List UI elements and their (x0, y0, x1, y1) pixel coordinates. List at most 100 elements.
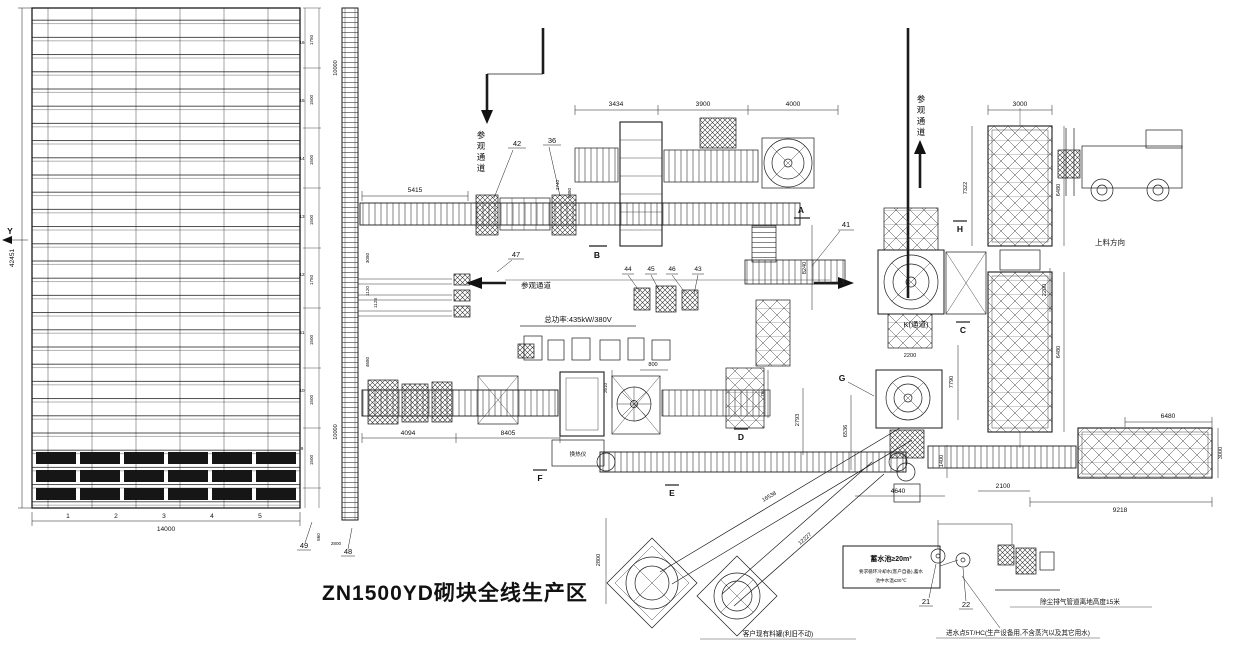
dim-3900: 3900 (696, 101, 711, 108)
lower-production-line (361, 367, 852, 470)
dim-2800-b: 2800 (596, 554, 602, 566)
rack-pitch-7: 1500 (309, 394, 314, 405)
water-inlet-note: 进水点5T/HC(生产设备用,不含蒸汽以及其它用水) (946, 628, 1090, 637)
dim-2800-a: 2800 (331, 541, 342, 546)
dim-12227: 12227 (798, 532, 814, 547)
item-number-43: 43 (694, 266, 702, 273)
position-4: 4 (210, 513, 214, 520)
rack-pitch-3: 1500 (309, 154, 314, 165)
dim-2100: 2100 (996, 483, 1011, 490)
mixing-batching-area (755, 207, 1077, 503)
section-marker-d: D (738, 432, 744, 442)
rack-pitch-1: 1750 (309, 34, 314, 45)
aisle-up-arrow-icon (914, 140, 926, 154)
item-number-45: 45 (647, 266, 655, 273)
rack-row-16: 16 (299, 40, 305, 45)
rack-row-14: 14 (299, 156, 305, 161)
ferry-cart (999, 249, 1041, 271)
rack-pitch-2: 1500 (309, 94, 314, 105)
item-number-22: 22 (962, 600, 970, 609)
dim-4680: 4680 (365, 356, 370, 367)
pool-note-line1: 蓄水池≥20m³ (870, 554, 912, 563)
dim-10000-top: 10000 (333, 60, 339, 76)
rack-row-10: 10 (299, 388, 305, 393)
top-production-line (574, 105, 839, 247)
dim-3740: 3740 (555, 179, 560, 190)
dust-duct-note: 除尘排气管道离地高度15米 (1040, 597, 1120, 606)
visit-aisle-left-char-1: 参 (477, 130, 486, 140)
dim-760: 760 (760, 389, 765, 397)
vertical-transfer-conveyor (341, 7, 535, 521)
item-number-42: 42 (513, 139, 521, 148)
dim-2610: 2610 (603, 382, 608, 393)
dim-8240: 8240 (802, 262, 808, 274)
rack-pitch-4: 1500 (309, 214, 314, 225)
dim-6536: 6536 (843, 425, 849, 437)
water-pump (955, 552, 971, 568)
dim-10000-bottom: 10000 (333, 424, 339, 440)
drawing-title: ZN1500YD砌块全线生产区 (322, 581, 588, 605)
rack-pitch-8: 1500 (309, 454, 314, 465)
aggregate-silo-tanks (606, 537, 778, 637)
stacked-block-pallets (36, 452, 296, 500)
water-pool-note-box (842, 545, 959, 589)
dim-42451: 42451 (9, 249, 16, 268)
pool-note-line2: 要求循环冷却水(客户自备),蓄水 (859, 568, 923, 575)
rack-row-12: 12 (299, 272, 305, 277)
section-marker-y: Y (7, 226, 13, 236)
corridor-left-arrow-icon (466, 277, 482, 289)
right-curing-racks (971, 105, 1065, 448)
heat-exchanger-label: 换热仪 (570, 450, 587, 458)
dim-2200-b: 2200 (1042, 284, 1048, 296)
k-passage-label: K(通道) (904, 319, 929, 329)
rack-pitch-dimension-strip (303, 7, 321, 508)
dim-1400: 1400 (939, 455, 945, 467)
visit-aisle-left-char-2: 观 (477, 141, 486, 151)
diagonal-aggregate-conveyors (659, 427, 913, 607)
item-number-47: 47 (512, 250, 520, 259)
rotary-table (763, 138, 813, 188)
rack-pitch-6: 1500 (309, 334, 314, 345)
visitor-aisle-right (906, 28, 926, 298)
drawing-text: ZN1500YD砌块全线生产区 42451 14000 1 2 3 4 5 Y … (7, 34, 1224, 638)
dim-5415: 5415 (408, 187, 423, 194)
dim-6480-d: 6480 (567, 187, 572, 198)
position-1: 1 (66, 513, 70, 520)
secondary-mixer (885, 375, 931, 421)
visit-aisle-left-char-4: 道 (477, 163, 486, 173)
visit-aisle-right-char-3: 通 (917, 116, 926, 126)
position-2: 2 (114, 513, 118, 520)
dim-6480-a: 6480 (1056, 184, 1062, 196)
item-number-46: 46 (668, 266, 676, 273)
rack-row-13: 13 (299, 214, 305, 219)
dim-1120: 1120 (365, 286, 370, 296)
dim-3434: 3434 (609, 101, 624, 108)
section-marker-e: E (669, 488, 675, 498)
visit-aisle-right-char-1: 参 (917, 94, 926, 104)
section-marker-c: C (960, 325, 966, 335)
dim-3000-b: 3000 (1218, 447, 1224, 459)
dim-1128: 1128 (373, 298, 378, 308)
dim-2793: 2793 (795, 414, 801, 426)
dim-3080: 3080 (365, 252, 370, 263)
wheel-icon (1146, 178, 1170, 202)
feed-direction-label: 上料方向 (1095, 237, 1125, 247)
bottom-right-finished-rack (1029, 417, 1219, 507)
dim-8405: 8405 (501, 430, 516, 437)
position-3: 3 (162, 513, 166, 520)
dim-7790: 7790 (949, 376, 955, 388)
rack-row-15: 15 (299, 98, 305, 103)
curing-rack-storage-area (18, 7, 301, 526)
rack-row-11: 11 (300, 330, 305, 335)
section-marker-g: G (839, 373, 846, 383)
pipe-conveyor-line (551, 439, 908, 604)
dim-860: 860 (316, 533, 321, 541)
item-number-21: 21 (922, 597, 930, 606)
dim-7322: 7322 (963, 182, 969, 194)
visit-aisle-corridor-label: 参观通道 (521, 280, 551, 290)
total-power-note: 总功率:435kW/380V (544, 314, 612, 324)
existing-tank-note: 客户现有料罐(利旧不动) (743, 629, 813, 638)
section-marker-a: A (798, 205, 804, 215)
item-number-49: 49 (300, 541, 308, 550)
